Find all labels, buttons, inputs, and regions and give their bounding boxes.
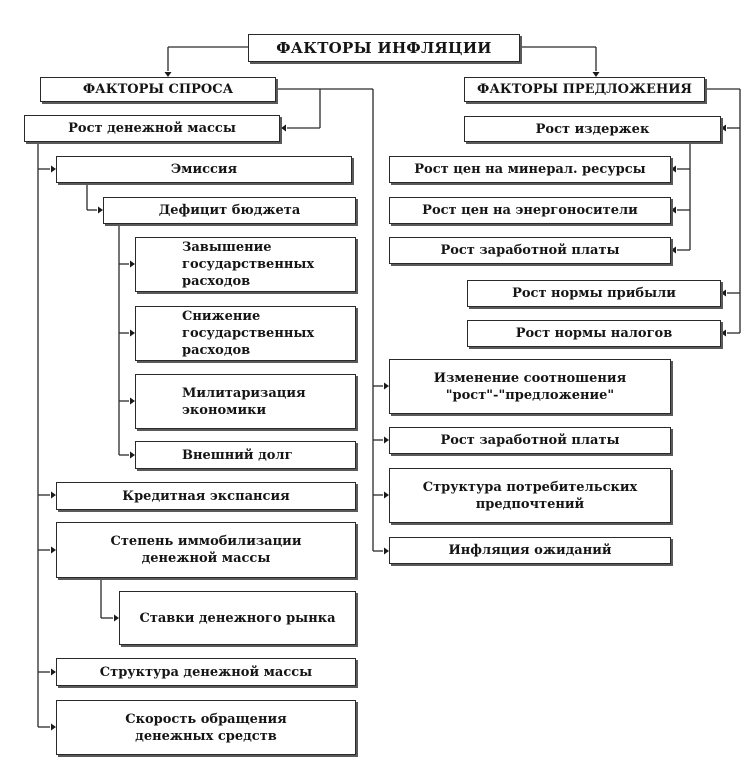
militarization-label: Милитаризация экономики xyxy=(182,385,306,418)
arrowhead-32 xyxy=(98,206,103,214)
supply-wage-growth-box: Рост заработной платы xyxy=(389,237,671,264)
consumer-structure-box: Структура потребительских предпочтений xyxy=(389,468,671,523)
budget-deficit-box: Дефицит бюджета xyxy=(103,197,356,224)
immobilization-label: Степень иммобилизации денежной массы xyxy=(110,534,302,566)
credit-expansion-box: Кредитная экспансия xyxy=(56,482,356,510)
arrowhead-52 xyxy=(721,329,726,337)
energy-prices-box: Рост цен на энергоносители xyxy=(389,197,671,224)
arrowhead-29 xyxy=(51,723,56,731)
arrowhead-2 xyxy=(164,72,172,77)
money-growth-box: Рост денежной массы xyxy=(24,115,280,142)
demand-header-box: ФАКТОРЫ СПРОСА xyxy=(40,77,276,102)
title-box: ФАКТОРЫ ИНФЛЯЦИИ xyxy=(248,34,520,62)
external-debt-label: Внешний долг xyxy=(182,447,293,463)
credit-expansion-label: Кредитная экспансия xyxy=(122,488,290,504)
consumer-structure-label: Структура потребительских предпочтений xyxy=(422,479,638,512)
mineral-prices-box: Рост цен на минерал. ресурсы xyxy=(389,156,671,183)
money-structure-label: Структура денежной массы xyxy=(99,664,313,680)
arrowhead-23 xyxy=(51,491,56,499)
overstated-spending-label: Завышение государственных расходов xyxy=(182,240,315,289)
money-growth-label: Рост денежной массы xyxy=(68,121,236,136)
arrowhead-58 xyxy=(671,206,676,214)
energy-prices-label: Рост цен на энергоносители xyxy=(422,203,638,218)
demand-header: ФАКТОРЫ СПРОСА xyxy=(82,82,234,97)
supply-header: ФАКТОРЫ ПРЕДЛОЖЕНИЯ xyxy=(476,82,692,97)
immobilization-box: Степень иммобилизации денежной массы xyxy=(56,522,356,578)
overstated-spending-box: Завышение государственных расходов xyxy=(135,237,356,292)
arrowhead-21 xyxy=(51,165,56,173)
reduced-spending-label: Снижение государственных расходов xyxy=(182,309,315,358)
arrowhead-37 xyxy=(130,329,135,337)
ratio-change-box: Изменение соотношения "рост"-"предложени… xyxy=(389,359,671,414)
expected-inflation-box: Инфляция ожиданий xyxy=(389,537,671,564)
money-structure-box: Структура денежной массы xyxy=(56,658,356,686)
emission-label: Эмиссия xyxy=(170,162,238,177)
arrowhead-60 xyxy=(671,246,676,254)
money-velocity-label: Скорость обращения денежных средств xyxy=(125,711,287,744)
profit-norm-label: Рост нормы прибыли xyxy=(512,286,676,301)
mineral-prices-label: Рост цен на минерал. ресурсы xyxy=(414,162,646,177)
budget-deficit-label: Дефицит бюджета xyxy=(158,203,301,218)
cost-growth-box: Рост издержек xyxy=(464,116,721,142)
tax-norm-box: Рост нормы налогов xyxy=(467,320,721,347)
arrowhead-44 xyxy=(114,614,119,622)
arrowhead-27 xyxy=(51,668,56,676)
common-wage-growth-label: Рост заработной платы xyxy=(440,433,620,448)
militarization-box: Милитаризация экономики xyxy=(135,374,356,429)
cost-growth-label: Рост издержек xyxy=(535,121,650,137)
emission-box: Эмиссия xyxy=(56,156,352,183)
expected-inflation-label: Инфляция ожиданий xyxy=(448,543,612,558)
arrowhead-12 xyxy=(384,382,389,390)
arrowhead-16 xyxy=(384,491,389,499)
ratio-change-label: Изменение соотношения "рост"-"предложени… xyxy=(433,370,627,403)
supply-wage-growth-label: Рост заработной платы xyxy=(440,243,620,258)
profit-norm-box: Рост нормы прибыли xyxy=(467,280,721,307)
reduced-spending-box: Снижение государственных расходов xyxy=(135,306,356,361)
arrowhead-5 xyxy=(592,72,600,77)
arrowhead-48 xyxy=(721,124,726,132)
arrowhead-56 xyxy=(671,165,676,173)
arrowhead-35 xyxy=(130,260,135,268)
arrowhead-50 xyxy=(721,289,726,297)
diagram-title: ФАКТОРЫ ИНФЛЯЦИИ xyxy=(276,38,492,57)
arrowhead-10 xyxy=(281,124,286,132)
supply-header-box: ФАКТОРЫ ПРЕДЛОЖЕНИЯ xyxy=(464,77,705,102)
arrowhead-41 xyxy=(130,451,135,459)
arrowhead-39 xyxy=(130,397,135,405)
money-velocity-box: Скорость обращения денежных средств xyxy=(56,700,356,755)
common-wage-growth-box: Рост заработной платы xyxy=(389,427,671,454)
money-market-rates-label: Ставки денежного рынка xyxy=(139,610,336,626)
money-market-rates-box: Ставки денежного рынка xyxy=(119,591,356,645)
external-debt-box: Внешний долг xyxy=(135,441,356,469)
arrowhead-25 xyxy=(51,546,56,554)
arrowhead-14 xyxy=(384,436,389,444)
tax-norm-label: Рост нормы налогов xyxy=(515,326,673,341)
arrowhead-18 xyxy=(384,547,389,555)
